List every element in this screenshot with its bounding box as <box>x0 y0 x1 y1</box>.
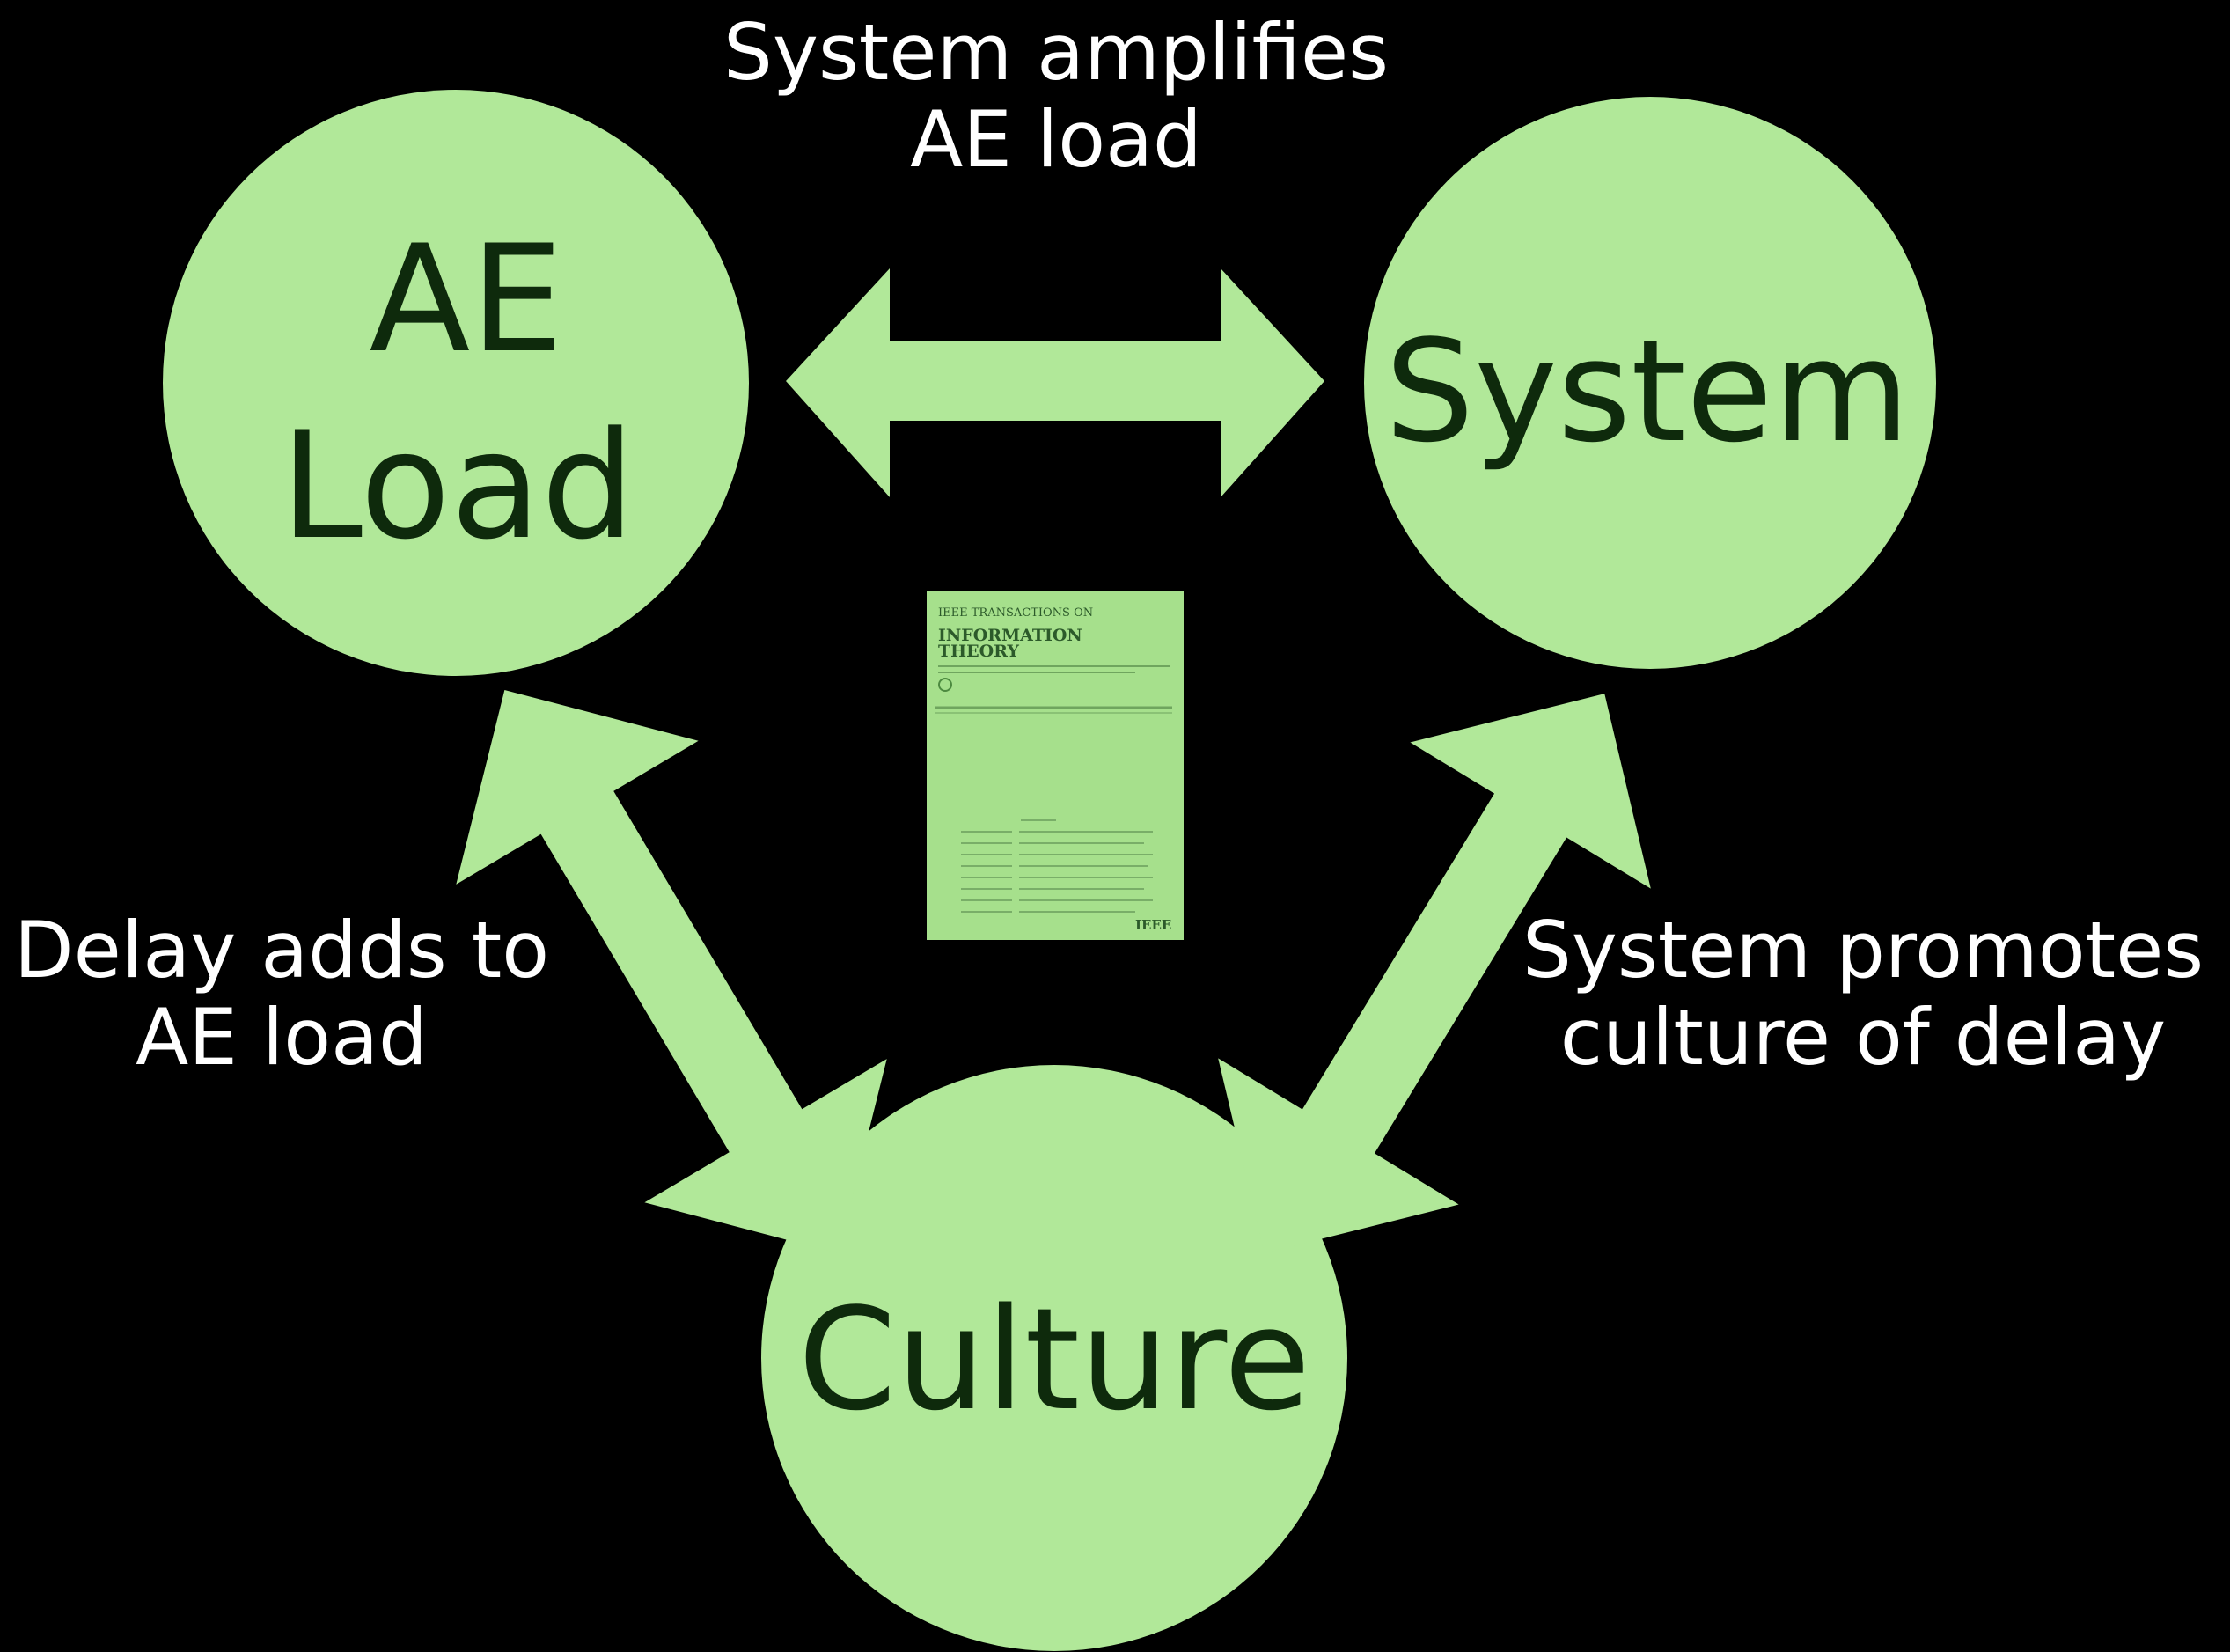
edge-label-left-line2: AE load <box>136 992 428 1083</box>
arrow-ae-system <box>786 268 1324 497</box>
edge-label-top: System amplifies AE load <box>651 9 1461 184</box>
node-culture-label: Culture <box>798 1277 1310 1442</box>
edge-label-top-line2: AE load <box>910 94 1202 186</box>
journal-cover-logo: IEEE <box>1135 917 1171 933</box>
edge-label-right: System promotes culture of delay <box>1496 907 2230 1082</box>
journal-cover-contents <box>961 819 1153 913</box>
node-system-label: System <box>1385 309 1911 474</box>
node-system <box>1364 97 1936 669</box>
edge-label-top-line1: System amplifies <box>723 7 1389 98</box>
edge-label-right-line1: System promotes <box>1522 905 2204 995</box>
node-culture <box>761 1065 1347 1651</box>
journal-cover-image: IEEE TRANSACTIONS ON INFORMATION THEORY … <box>927 591 1184 940</box>
edge-label-left-line1: Delay adds to <box>13 905 550 995</box>
journal-cover-title-line1: INFORMATION <box>938 626 1082 645</box>
node-ae-load-label-line1: AE <box>369 213 563 385</box>
journal-cover-title-line2: THEORY <box>938 642 1019 661</box>
arrow-ae-culture <box>456 689 887 1254</box>
node-ae-load-label-line2: Load <box>280 400 635 572</box>
edge-label-left: Delay adds to AE load <box>0 907 563 1082</box>
journal-cover-header: IEEE TRANSACTIONS ON <box>938 606 1093 620</box>
arrow-system-culture <box>1218 694 1651 1253</box>
node-ae-load <box>163 90 749 676</box>
edge-label-right-line2: culture of delay <box>1559 992 2167 1083</box>
